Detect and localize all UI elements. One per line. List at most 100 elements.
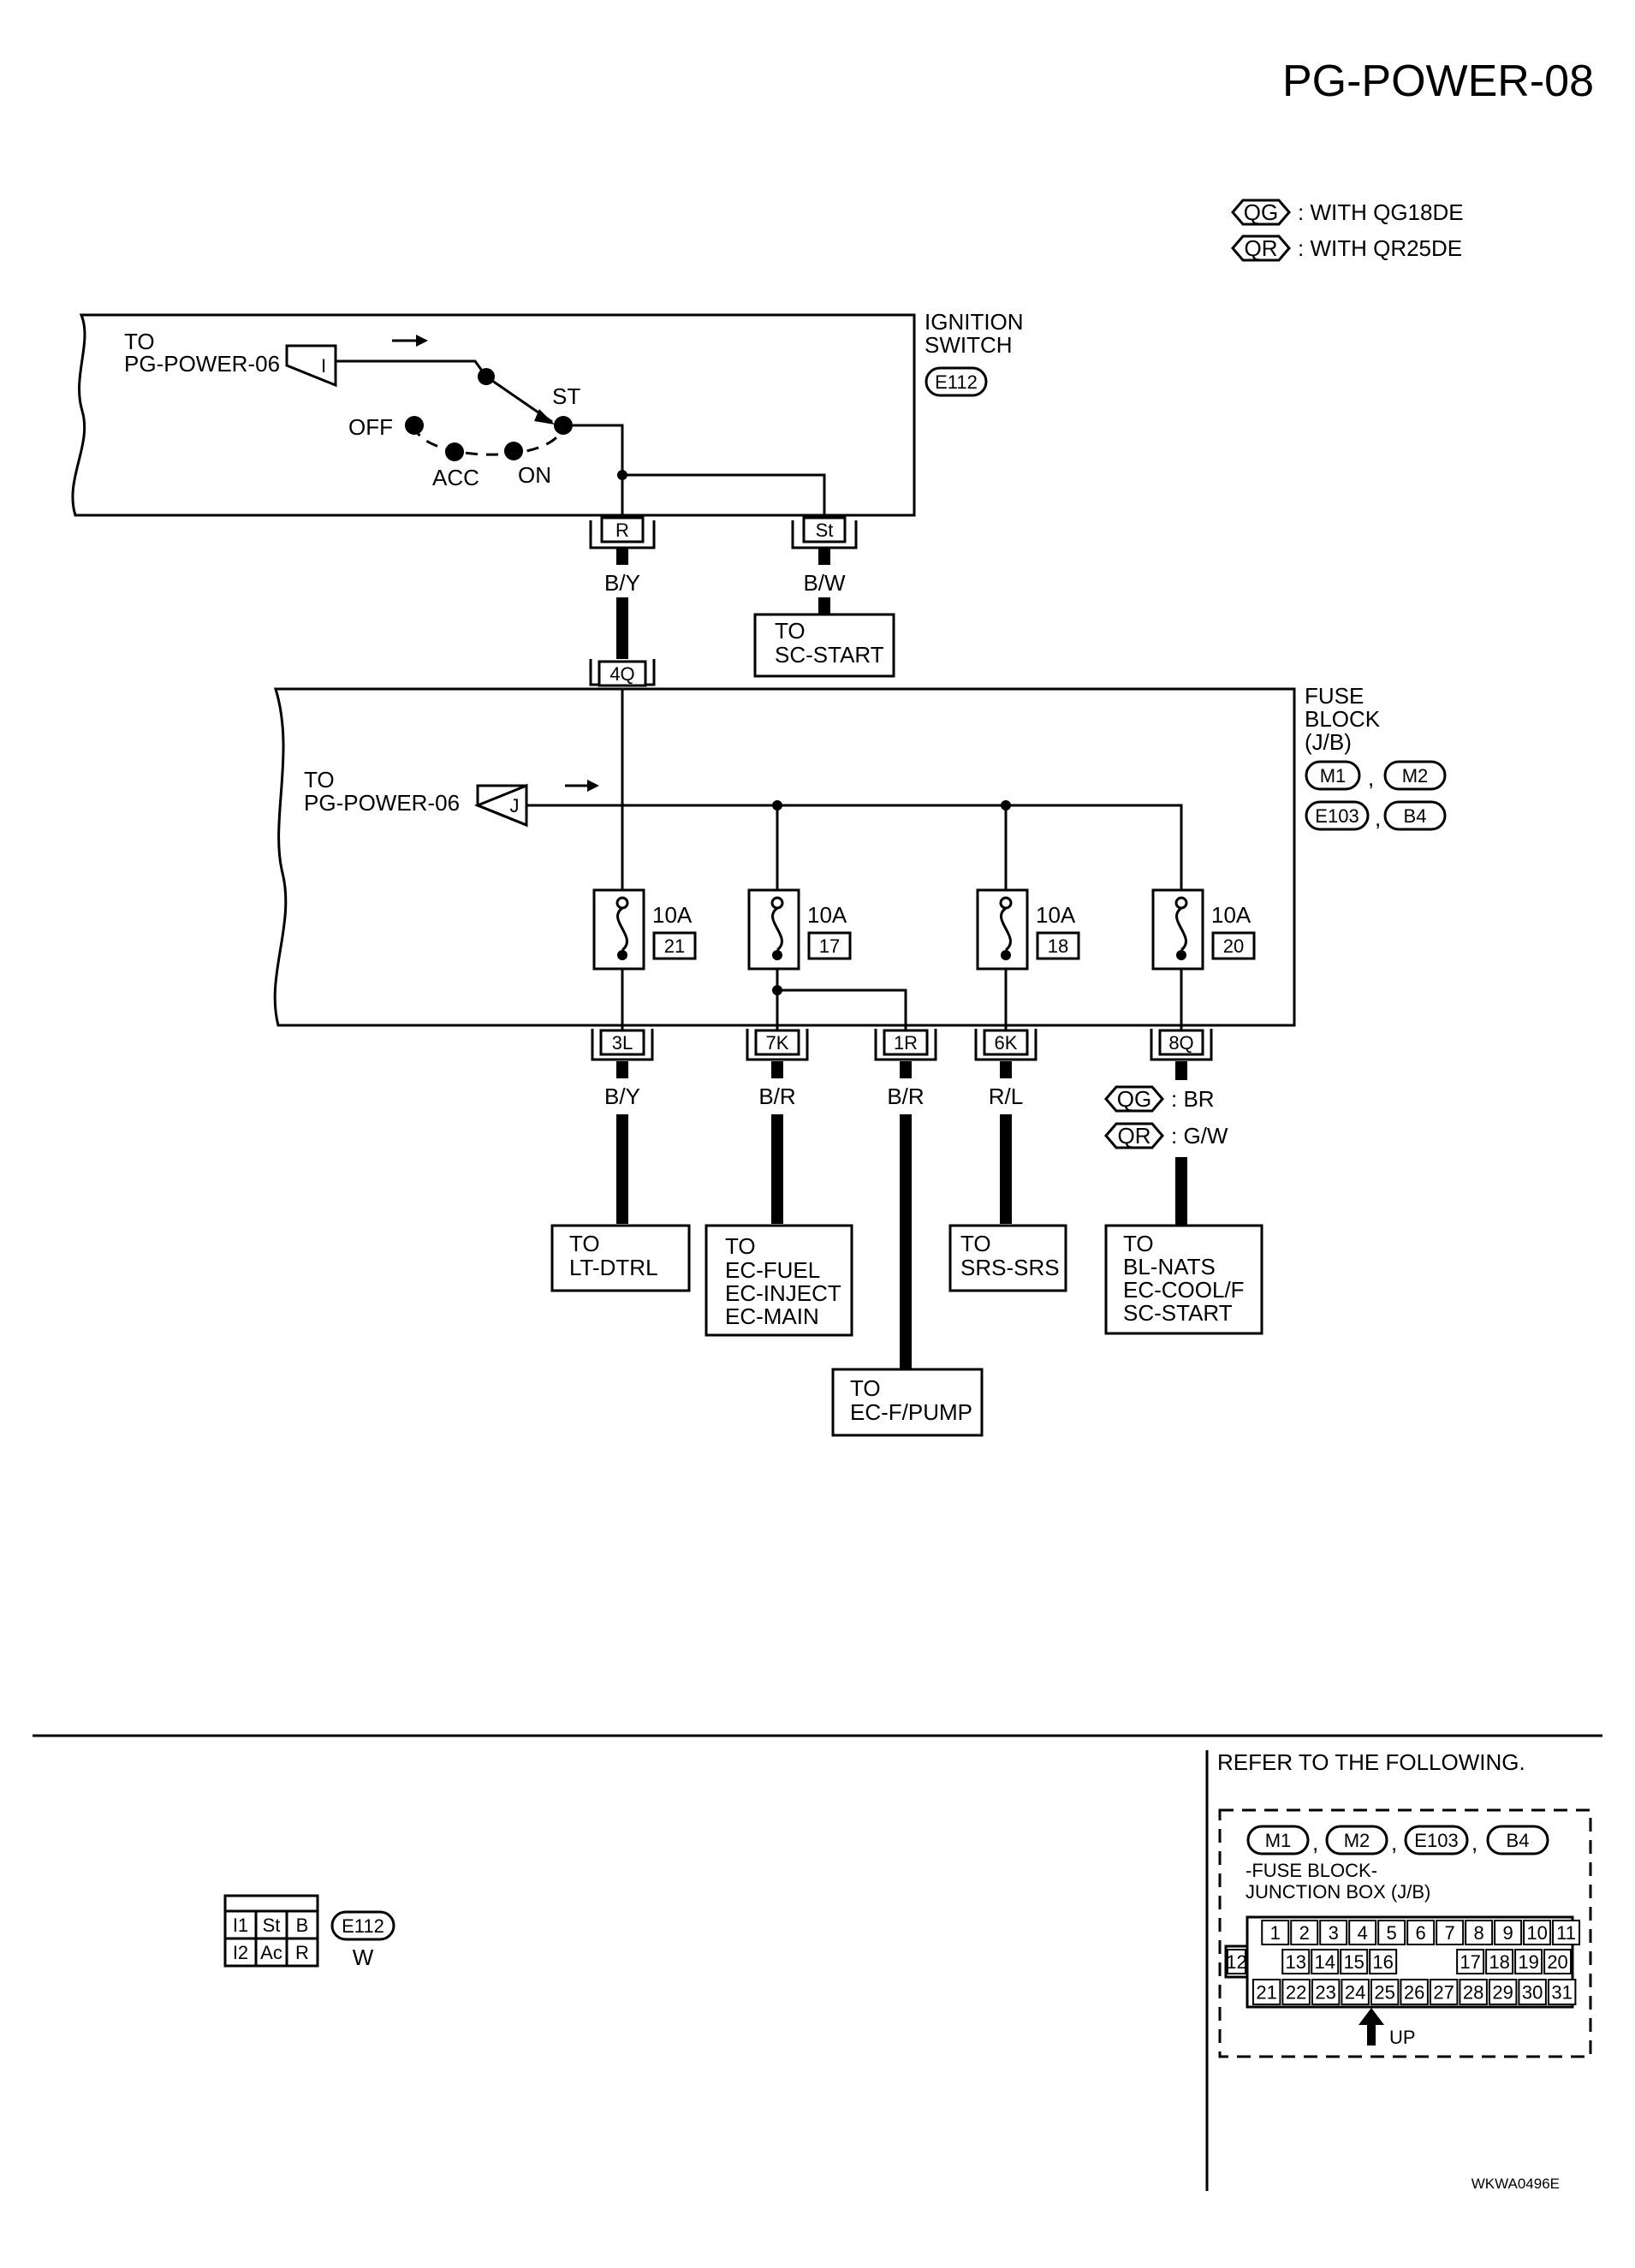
dest-bl-2: BL-NATS [1123, 1254, 1216, 1279]
dest-ec-2: EC-FUEL [725, 1257, 820, 1283]
e112-face-name: E112 [342, 1915, 384, 1937]
m1-badge [1305, 760, 1361, 791]
e103-badge [1305, 800, 1370, 831]
jb-pin-4-box [1348, 1920, 1377, 1945]
legend: QG : WITH QG18DE QR : WITH QR25DE [1231, 199, 1464, 262]
dest-ec-3: EC-INJECT [725, 1280, 841, 1306]
terminal-4q: 4Q [609, 663, 634, 685]
jb-pin-10: 10 [1526, 1922, 1547, 1944]
sc-start-box [753, 613, 895, 678]
wire-7k-label: B/R [758, 1084, 795, 1109]
ignition-switch: IGNITION SWITCH E112 TO PG-POWER-06 I OF… [71, 309, 1024, 520]
legend-qr-code: QR [1245, 235, 1278, 261]
refer-conn-m2: M2 [1344, 1830, 1370, 1851]
ign-to-dest: PG-POWER-06 [124, 351, 280, 377]
terminal-st: St [816, 520, 834, 541]
jb-pin-26-box [1400, 1979, 1429, 2005]
terminal-r-bracket [589, 520, 656, 549]
terminal-8q: 8Q [1168, 1032, 1193, 1054]
jb-pin-18: 18 [1489, 1951, 1509, 1973]
jb-pin-17-box [1456, 1949, 1485, 1974]
jb-pin-28-box [1459, 1979, 1488, 2005]
jb-pin-16: 16 [1372, 1951, 1393, 1973]
wire-8q-qg: : BR [1171, 1086, 1215, 1112]
jb-pin-20-box [1543, 1949, 1573, 1974]
refer-dashed-box [1218, 1808, 1592, 2058]
jb-pin-25: 25 [1374, 1982, 1394, 2004]
fuse-17-num: 17 [819, 935, 840, 957]
jb-pin-4: 4 [1358, 1922, 1368, 1944]
jb-pin-25-box [1370, 1979, 1400, 2005]
legend-qg-text: : WITH QG18DE [1298, 199, 1464, 225]
qr-hex-badge [1231, 235, 1291, 262]
fuse-20: 10A 20 [1151, 888, 1256, 971]
dest-lt-2: LT-DTRL [569, 1255, 658, 1280]
jb-pin-12-box [1227, 1949, 1246, 1974]
pump-box [831, 1368, 984, 1437]
jb-pin-12: 12 [1226, 1951, 1246, 1973]
jb-pin-1: 1 [1270, 1922, 1281, 1944]
jb-pin-17: 17 [1460, 1951, 1480, 1973]
dest-pump-1: TO [850, 1375, 881, 1401]
ign-to-label: TO [124, 329, 155, 354]
jb-pin-31: 31 [1551, 1982, 1572, 2004]
switch-blade-arrow [534, 409, 555, 425]
jb-pin-6: 6 [1416, 1922, 1426, 1944]
terminal-1r-box [883, 1029, 929, 1056]
terminal-4q-box [598, 660, 647, 687]
j-bus [526, 804, 1183, 890]
jb-pin-31-box [1547, 1979, 1577, 2005]
jb-pin-21: 21 [1256, 1982, 1276, 2004]
dest-srs-1: TO [960, 1231, 991, 1256]
jb-pin-2-box [1290, 1920, 1319, 1945]
legend-qr-text: : WITH QR25DE [1298, 235, 1462, 261]
jb-pin-1-box [1261, 1920, 1290, 1945]
refer-conn-e103: E103 [1414, 1830, 1458, 1851]
fb-conn-e103: E103 [1315, 805, 1359, 827]
terminal-3l: 3L [612, 1032, 633, 1054]
ignition-terminals: R St [589, 516, 858, 549]
figure-code: WKWA0496E [1472, 2176, 1560, 2192]
e112-connector-face: I1 St B I2 Ac R E112 W [223, 1894, 395, 1970]
bottom-wires: B/Y B/R B/R R/L QG : BR QR : G/W [604, 1061, 1228, 1369]
up-arrow-icon [1359, 2008, 1384, 2045]
jb-pin-24: 24 [1345, 1982, 1365, 2004]
qg-hex-badge [1231, 199, 1291, 226]
jb-pin-7: 7 [1445, 1922, 1455, 1944]
terminal-8q-box [1158, 1029, 1204, 1056]
fuse-21: 10A 21 [592, 888, 697, 971]
jb-pin-16-box [1369, 1949, 1398, 1974]
jb-pin-7-box [1436, 1920, 1465, 1945]
qg-hex-badge-2 [1104, 1085, 1164, 1113]
dest-bl-4: SC-START [1123, 1300, 1233, 1326]
destinations: TO LT-DTRL TO EC-FUEL EC-INJECT EC-MAIN … [550, 1224, 1263, 1437]
lt-box [550, 1224, 691, 1292]
fb-to-label: TO [304, 767, 335, 793]
fuse-21-body [592, 888, 645, 971]
terminal-6k: 6K [995, 1032, 1018, 1054]
j-arrowhead [587, 780, 599, 792]
sc-start-dest: SC-START [775, 642, 884, 668]
flag-i-label: I [321, 355, 326, 377]
jb-pin-24-box [1341, 1979, 1370, 2005]
refer-heading: REFER TO THE FOLLOWING. [1217, 1749, 1525, 1775]
dest-ec-1: TO [725, 1233, 756, 1259]
jb-pin-23: 23 [1315, 1982, 1335, 2004]
fuse-20-amp: 10A [1211, 902, 1252, 928]
fuse-18-body [976, 888, 1029, 971]
jb-pin-19: 19 [1518, 1951, 1538, 1973]
m2-badge [1383, 760, 1447, 791]
wire-1r-label: B/R [887, 1084, 924, 1109]
refer-desc-2: JUNCTION BOX (J/B) [1246, 1881, 1430, 1903]
fuse-17-body [747, 888, 800, 971]
bl-box [1104, 1224, 1263, 1335]
fuse-18-amp: 10A [1036, 902, 1076, 928]
dest-pump-2: EC-F/PUMP [850, 1399, 972, 1425]
jb-pin-27-box [1429, 1979, 1459, 2005]
e112-cell-i2: I2 [233, 1942, 248, 1963]
dest-srs-2: SRS-SRS [960, 1255, 1060, 1280]
fuse-20-num: 20 [1223, 935, 1244, 957]
refer-up: UP [1389, 2027, 1416, 2048]
